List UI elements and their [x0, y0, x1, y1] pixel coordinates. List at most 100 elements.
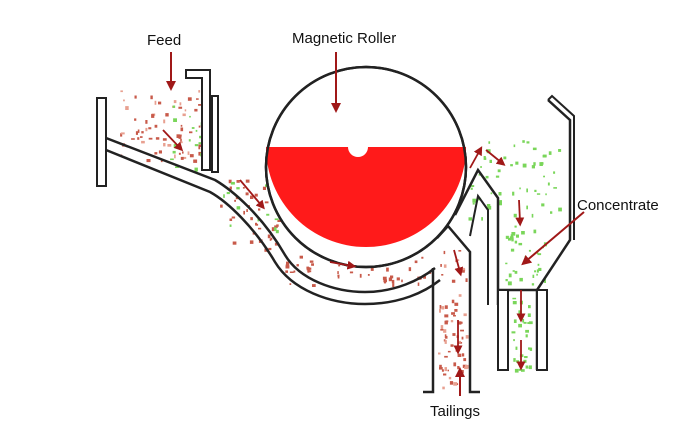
- particle: [440, 325, 444, 329]
- particle: [481, 217, 483, 221]
- particle: [267, 234, 271, 239]
- particle: [148, 137, 153, 140]
- particle: [390, 275, 394, 279]
- particle: [463, 358, 467, 362]
- particle: [391, 279, 395, 284]
- particle: [141, 131, 144, 134]
- particle: [337, 274, 340, 277]
- particle: [488, 141, 491, 144]
- particle: [457, 366, 460, 370]
- particle: [525, 329, 529, 333]
- particle: [396, 277, 400, 281]
- particle: [521, 231, 525, 235]
- particle: [154, 152, 158, 155]
- particle: [160, 159, 163, 163]
- particle: [458, 250, 462, 252]
- particle: [442, 386, 445, 390]
- particle: [487, 205, 492, 210]
- particle: [134, 95, 137, 99]
- magnetic-roller-magnet: [266, 147, 466, 247]
- particle: [440, 264, 442, 267]
- particle: [536, 193, 541, 195]
- particle: [187, 97, 192, 101]
- particle: [180, 138, 182, 143]
- feed-chute-left-wall: [96, 97, 107, 187]
- particle: [229, 224, 232, 227]
- particle: [528, 305, 531, 309]
- particle: [439, 364, 442, 368]
- particle: [293, 270, 296, 273]
- particle: [438, 352, 441, 355]
- particle: [528, 321, 533, 325]
- particle: [236, 187, 240, 190]
- particle: [441, 306, 445, 310]
- tailings-label: Tailings: [430, 403, 480, 420]
- particle: [337, 271, 339, 274]
- particle: [299, 255, 303, 259]
- particle: [523, 321, 527, 324]
- particle: [262, 186, 266, 190]
- particle: [461, 353, 465, 357]
- particle: [265, 184, 268, 187]
- particle: [539, 162, 543, 166]
- particle: [456, 383, 459, 385]
- particle: [451, 312, 455, 315]
- particle: [189, 154, 194, 158]
- particle: [187, 151, 190, 155]
- particle: [151, 114, 155, 118]
- flow-arrow: [453, 249, 464, 277]
- tailings-channel-right: [436, 224, 480, 394]
- particle: [193, 159, 198, 163]
- particle: [532, 147, 537, 151]
- particle: [486, 204, 491, 207]
- particle: [198, 142, 202, 145]
- particle: [553, 171, 556, 174]
- particle: [179, 102, 182, 106]
- particle: [199, 135, 203, 139]
- particle: [457, 353, 462, 357]
- particle: [521, 369, 525, 372]
- particle: [276, 224, 279, 227]
- particle: [250, 217, 253, 221]
- particle: [510, 248, 515, 252]
- particle: [443, 250, 446, 255]
- particle: [518, 368, 522, 371]
- particle: [392, 283, 395, 287]
- particle: [454, 309, 458, 312]
- particle: [444, 355, 448, 358]
- particle: [243, 210, 245, 215]
- feed-hopper-plate: [185, 69, 211, 171]
- particle: [131, 138, 135, 140]
- particle: [273, 227, 277, 231]
- particle: [460, 329, 464, 332]
- particle: [120, 132, 125, 135]
- particle: [176, 134, 180, 138]
- particle: [444, 367, 447, 372]
- particle: [534, 189, 537, 192]
- particle: [460, 370, 464, 374]
- particle: [465, 335, 469, 339]
- particle: [229, 186, 232, 190]
- particle: [254, 193, 258, 197]
- particle: [242, 187, 245, 189]
- particle: [312, 284, 316, 287]
- particle: [453, 315, 456, 317]
- particle: [338, 264, 341, 267]
- particle: [515, 161, 519, 165]
- particle: [182, 113, 186, 117]
- concentrate-label: Concentrate: [577, 197, 659, 214]
- particle: [359, 273, 362, 278]
- particle: [545, 193, 547, 196]
- particle: [516, 234, 519, 238]
- particle: [306, 267, 311, 271]
- particle: [154, 100, 157, 105]
- particle: [134, 118, 137, 121]
- particle: [480, 166, 482, 168]
- particle: [461, 336, 464, 340]
- particle: [509, 236, 514, 240]
- particle: [137, 137, 140, 140]
- particle: [507, 281, 512, 286]
- particle: [175, 166, 179, 168]
- particle: [531, 213, 534, 218]
- particle: [179, 141, 183, 144]
